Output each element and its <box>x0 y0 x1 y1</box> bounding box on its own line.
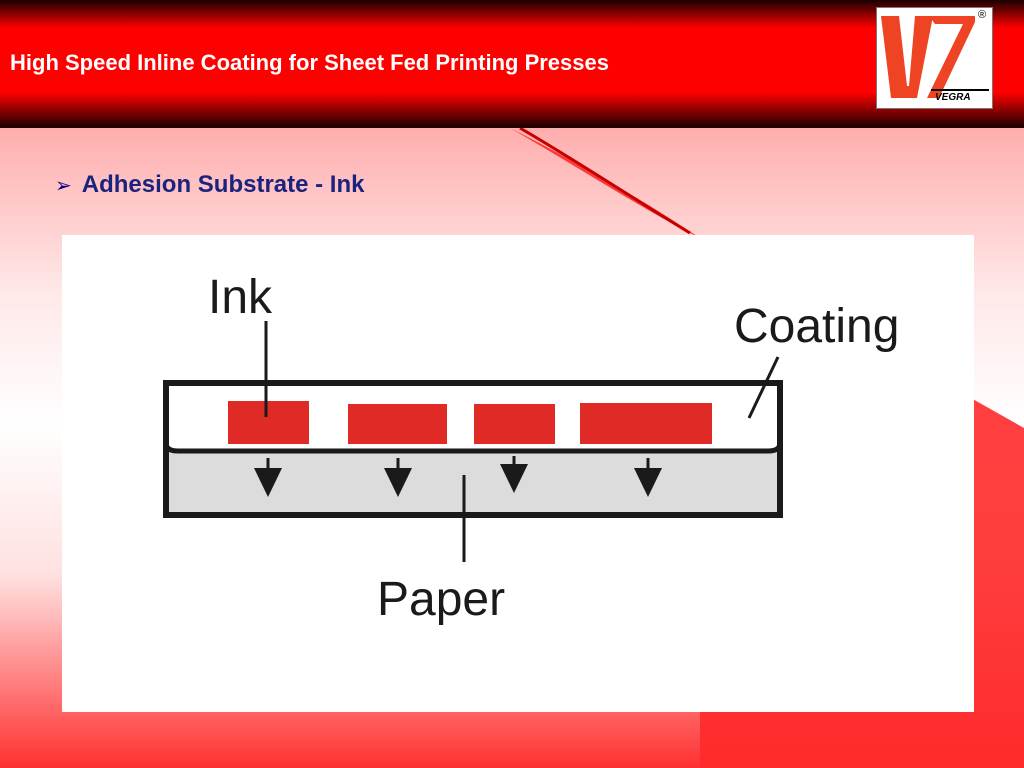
paper-layer <box>169 451 777 512</box>
arrow-down-icon <box>384 458 412 497</box>
bullet-arrow-icon: ➢ <box>55 173 72 197</box>
diagram-panel: Ink Coating Paper <box>62 235 974 712</box>
bullet-item: ➢ Adhesion Substrate - Ink <box>55 171 364 199</box>
adhesion-diagram: Ink Coating Paper <box>163 271 899 626</box>
vegra-logo-mark <box>881 16 989 98</box>
ink-block <box>348 404 447 444</box>
coating-leader-line <box>747 356 780 419</box>
page-title: High Speed Inline Coating for Sheet Fed … <box>10 50 609 75</box>
arrow-down-icon <box>254 458 282 497</box>
vegra-logo: VEGRA ® <box>876 7 993 109</box>
registered-mark: ® <box>978 9 987 21</box>
ink-label: Ink <box>208 271 273 324</box>
paper-label: Paper <box>377 573 505 626</box>
ink-block <box>474 404 555 444</box>
coating-label: Coating <box>734 300 899 353</box>
bullet-text: Adhesion Substrate - Ink <box>81 171 365 198</box>
ink-block <box>228 401 309 444</box>
arrow-down-icon <box>500 456 528 493</box>
header-bar: High Speed Inline Coating for Sheet Fed … <box>0 0 1024 128</box>
ink-block <box>580 403 712 444</box>
logo-brand-text: VEGRA <box>935 92 971 103</box>
arrow-down-icon <box>634 458 662 497</box>
coating-layer <box>163 442 783 454</box>
